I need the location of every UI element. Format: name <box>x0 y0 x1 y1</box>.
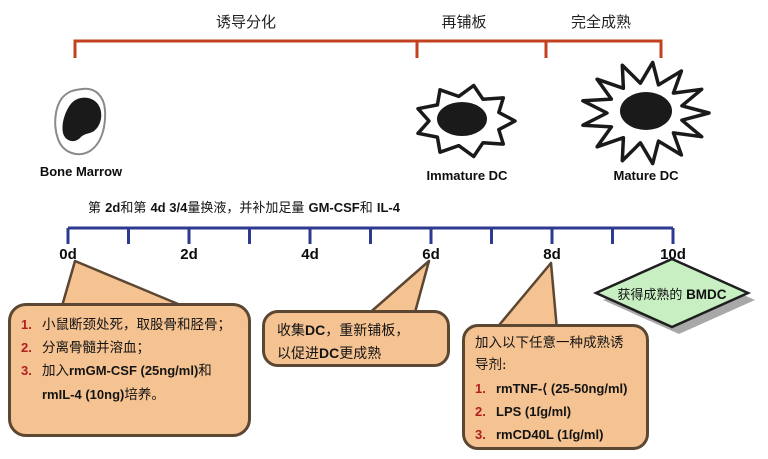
item-number: 2. <box>475 404 486 420</box>
result-diamond <box>592 257 755 334</box>
item-seg: rmIL-4 (10ng) <box>42 386 125 402</box>
mature-dc-label: Mature DC <box>613 168 679 183</box>
note-seg: IL-4 <box>376 200 400 215</box>
item-seg: rmGM-CSF (25ng/ml) <box>69 363 199 379</box>
line-seg: 收集 <box>277 323 305 339</box>
mature-dc-cell-illustration <box>581 60 711 166</box>
item-number: 2. <box>21 340 32 356</box>
timeline-axis <box>66 226 675 244</box>
result-diamond-label: 获得成熟的 BMDC <box>596 284 748 303</box>
callout-mature-item-1: 1. rmTNF-⟨ (25-50ng/ml) <box>475 379 636 399</box>
callout-replate-bubble: 收集DC，重新铺板， 以促进DC更成熟 <box>262 310 450 367</box>
note-seg: 量换液，并补加足量 <box>187 201 309 216</box>
result-label-en: BMDC <box>686 287 727 302</box>
item-number: 3. <box>21 363 32 379</box>
item-number: 1. <box>475 381 486 397</box>
mature-title: 加入以下任意一种成熟诱导剂: <box>475 335 624 373</box>
replate-line-1: 收集DC，重新铺板， <box>277 319 435 342</box>
callout-start-item-3: 3. 加入rmGM-CSF (25ng/ml)和 rmIL-4 (10ng)培养。 <box>21 360 238 406</box>
line-seg: ，重新铺板， <box>325 323 410 339</box>
item-seg: 培养。 <box>124 386 165 403</box>
replate-line-2: 以促进DC更成熟 <box>277 342 435 365</box>
line-seg: DC <box>305 322 326 338</box>
item-seg: 加入 <box>42 363 69 380</box>
result-diamond-face <box>592 257 752 329</box>
item-text: rmCD40L (1ſg/ml) <box>496 427 604 443</box>
note-seg: GM-CSF <box>308 200 360 215</box>
item-text: rmTNF-⟨ (25-50ng/ml) <box>496 381 628 397</box>
item-seg: 和 <box>198 363 212 380</box>
callout-start-item-2: 2. 分离骨髓并溶血； <box>21 337 238 360</box>
note-seg: 和第 <box>120 201 151 216</box>
tick-label-2d: 2d <box>180 246 198 263</box>
tick-label-6d: 6d <box>422 246 440 263</box>
stage-label-full-maturation: 完全成熟 <box>570 13 631 31</box>
bone-marrow-cell-illustration <box>54 87 107 156</box>
result-label-cn: 获得成熟的 <box>617 288 683 303</box>
item-text: 小鼠断颈处死，取股骨和胫骨； <box>42 317 231 333</box>
note-seg: 2d <box>105 200 121 215</box>
bone-marrow-nucleus <box>62 97 102 142</box>
callout-mature-bubble: 加入以下任意一种成熟诱导剂: 1. rmTNF-⟨ (25-50ng/ml) 2… <box>462 324 649 450</box>
callout-mature-item-2: 2. LPS (1ſg/ml) <box>475 402 636 422</box>
line-seg: 更成熟 <box>339 346 382 363</box>
stage-label-replate: 再铺板 <box>441 13 487 31</box>
callout-mature-item-3: 3. rmCD40L (1ſg/ml) <box>475 425 636 445</box>
immature-dc-cell-illustration <box>416 83 517 159</box>
item-text: LPS (1ſg/ml) <box>496 404 572 420</box>
note-seg: 4d 3/4 <box>150 200 188 215</box>
item-number: 1. <box>21 317 32 332</box>
immature-dc-label: Immature DC <box>426 168 508 183</box>
line-seg: DC <box>319 345 340 362</box>
media-change-note: 第 2d和第 4d 3/4量换液，并补加足量 GM-CSF和 IL-4 <box>88 197 400 216</box>
item-number: 3. <box>475 427 486 443</box>
tick-label-8d: 8d <box>543 246 561 263</box>
stage-bracket <box>73 39 663 58</box>
immature-dc-nucleus <box>437 102 487 136</box>
note-seg: 和 <box>359 201 377 216</box>
stage-label-induction: 诱导分化 <box>215 13 276 31</box>
bone-marrow-label: Bone Marrow <box>39 164 123 179</box>
note-seg: 第 <box>88 201 106 216</box>
tick-label-10d: 10d <box>660 246 686 263</box>
mature-dc-nucleus <box>620 92 672 130</box>
callout-start-item-1: 1. 小鼠断颈处死，取股骨和胫骨； <box>21 314 238 337</box>
callout-start-bubble: 1. 小鼠断颈处死，取股骨和胫骨； 2. 分离骨髓并溶血； 3. 加入rmGM-… <box>8 303 251 437</box>
tick-label-4d: 4d <box>301 246 319 263</box>
callout-replate-tail <box>364 259 431 318</box>
line-seg: 以促进 <box>277 346 319 363</box>
item-text: 分离骨髓并溶血； <box>42 340 150 357</box>
callout-mature-tail <box>493 261 559 332</box>
tick-label-0d: 0d <box>59 246 77 263</box>
item-text: 加入rmGM-CSF (25ng/ml)和 rmIL-4 (10ng)培养。 <box>42 360 238 406</box>
